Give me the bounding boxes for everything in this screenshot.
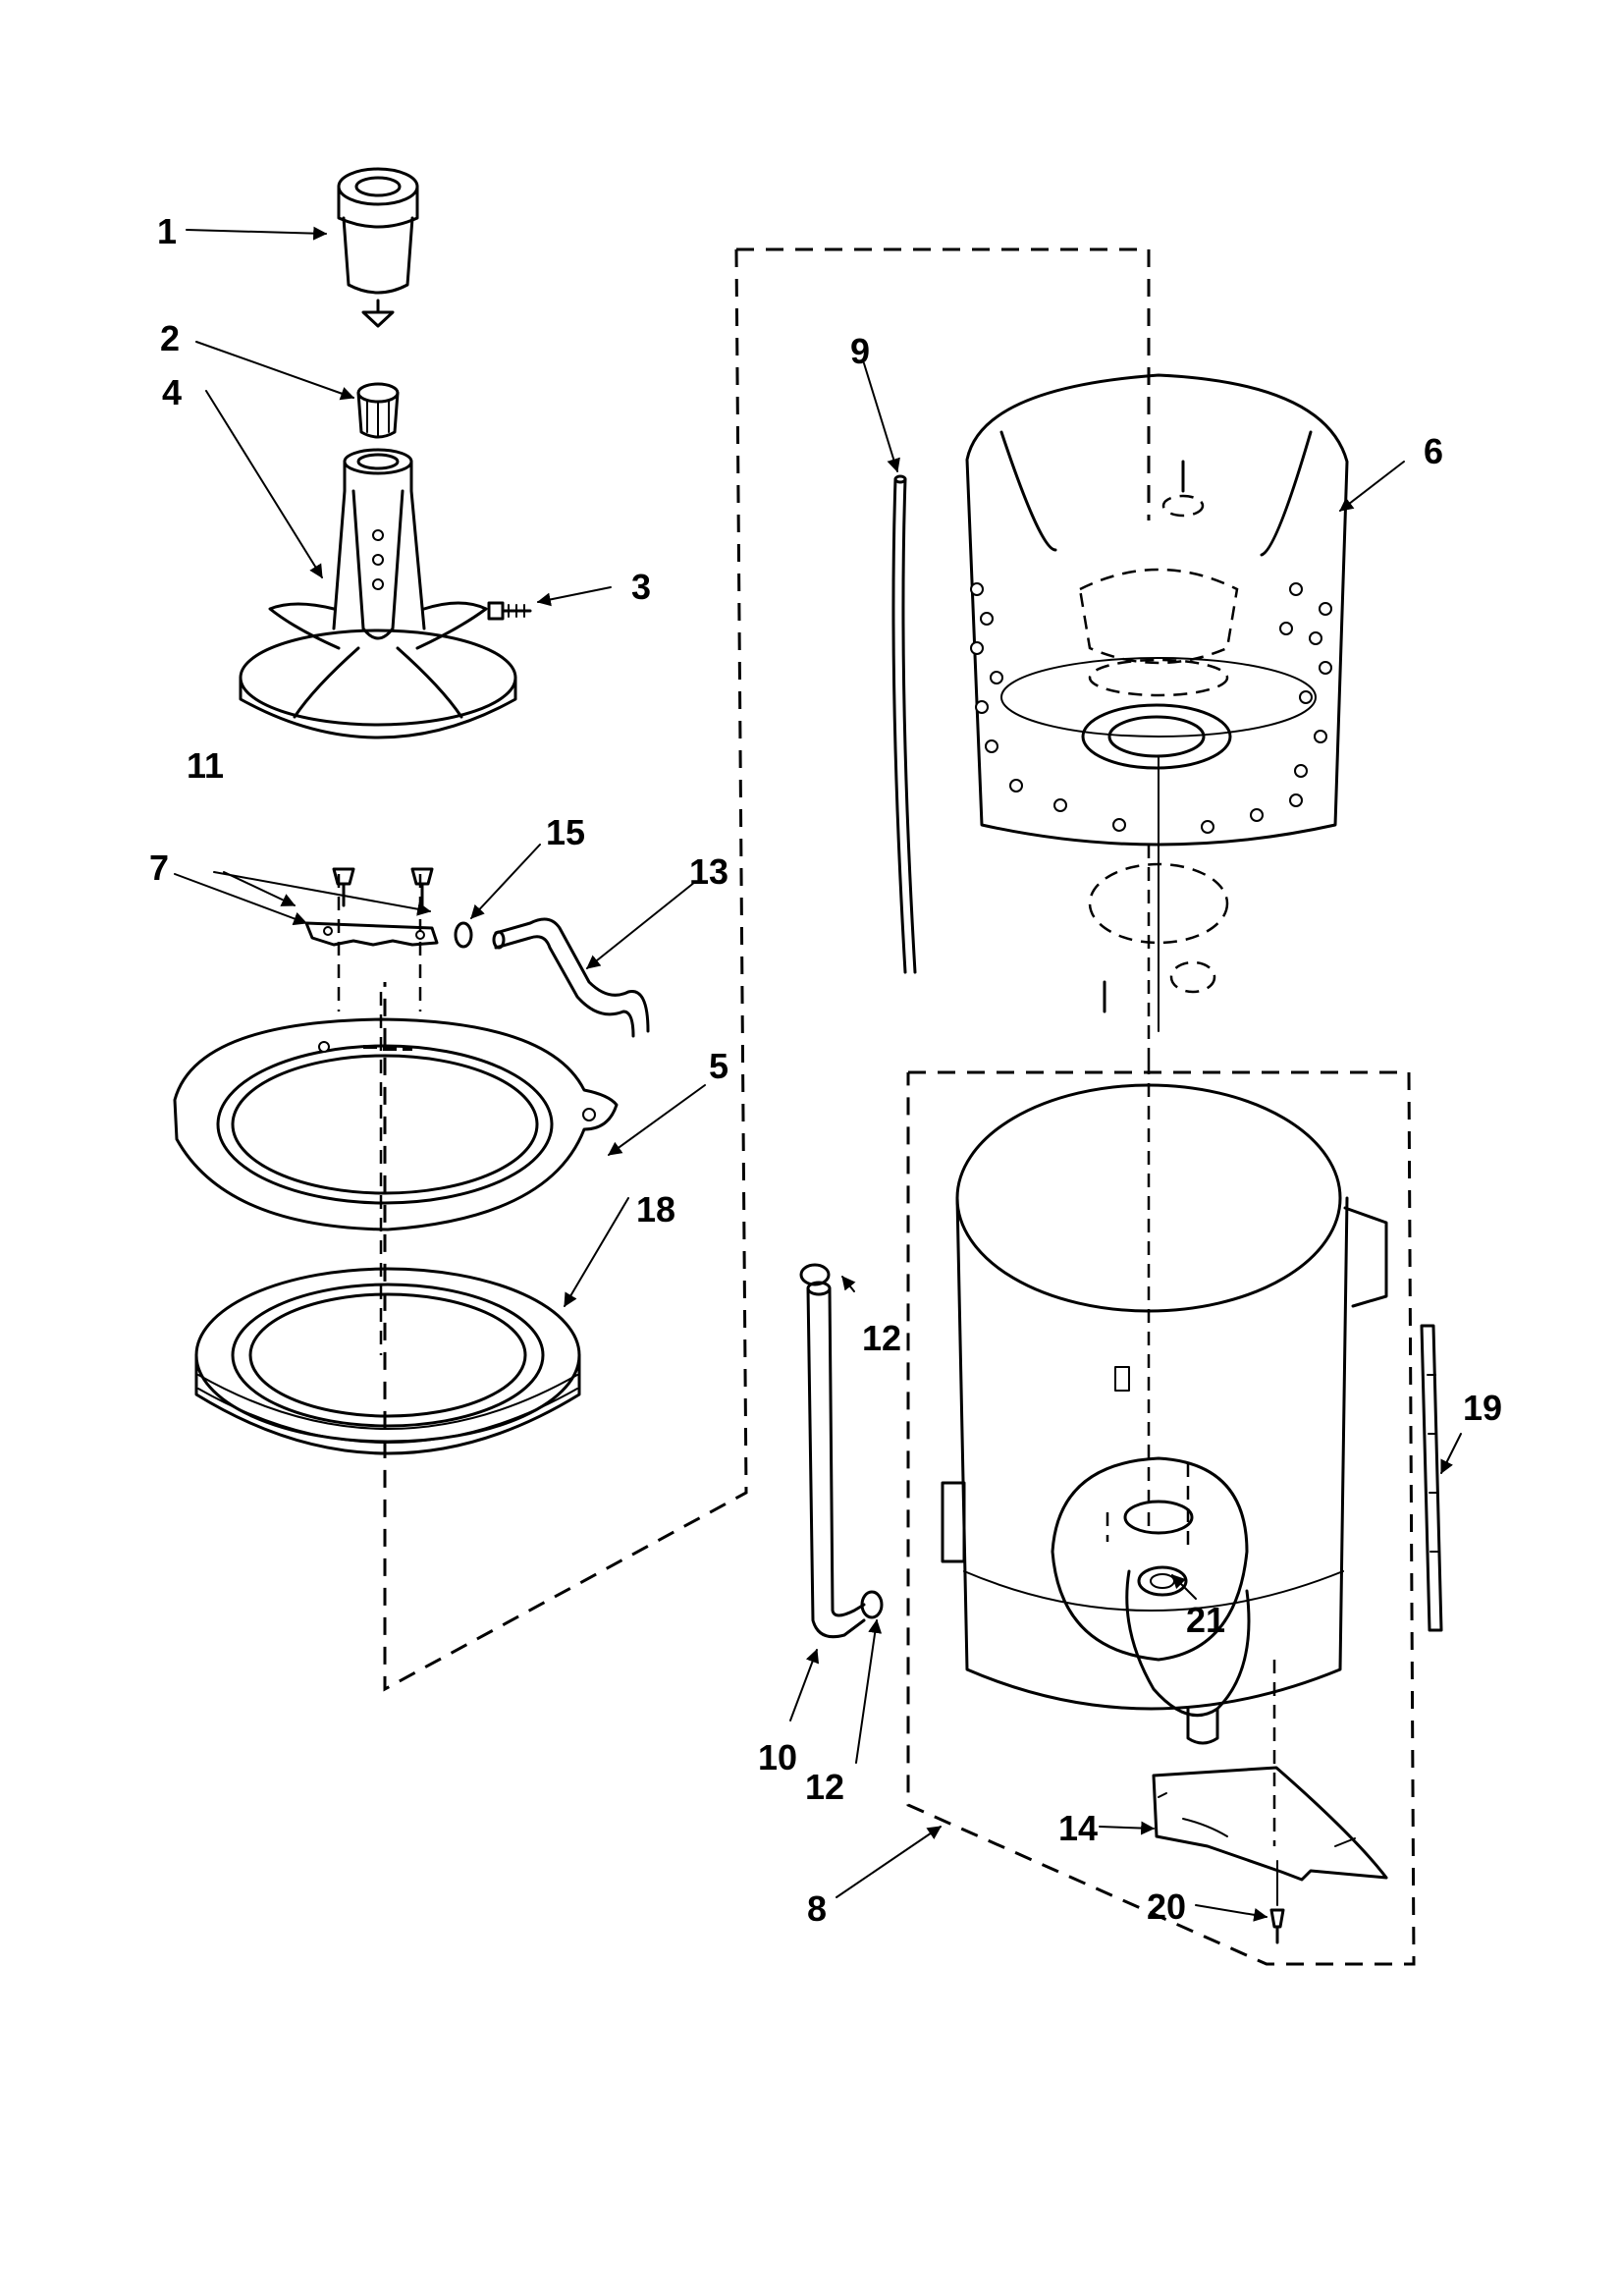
- part-label-11: 11: [187, 745, 224, 786]
- tube-part: [891, 474, 917, 974]
- part-label-4: 4: [162, 372, 182, 412]
- shield-screw-part: [1269, 1860, 1285, 1944]
- part-label-3: 3: [631, 567, 651, 607]
- part-label-8: 8: [807, 1888, 827, 1929]
- screw-part: [487, 601, 532, 621]
- basket-part: [965, 373, 1349, 1032]
- part-label-18: 18: [636, 1189, 675, 1230]
- part-label-5: 5: [709, 1046, 728, 1086]
- part-label-12b: 12: [805, 1767, 844, 1807]
- part-label-21: 21: [1186, 1600, 1225, 1640]
- outer-tub-part: [941, 1083, 1388, 1745]
- part-label-12a: 12: [862, 1318, 901, 1358]
- part-label-20: 20: [1147, 1886, 1186, 1927]
- drain-tube-part: [806, 1281, 866, 1639]
- seal-strip-part: [1420, 1324, 1443, 1632]
- part-label-2: 2: [160, 318, 180, 358]
- part-label-1: 1: [157, 211, 177, 251]
- leader-arrows: [174, 226, 1462, 1922]
- tub-ring-part: [173, 1017, 619, 1231]
- screws-part: [332, 867, 434, 907]
- part-label-14: 14: [1058, 1808, 1098, 1848]
- part-label-7: 7: [149, 847, 169, 888]
- tub-gasket-part: [194, 1267, 581, 1455]
- agitator-cap-part: [337, 167, 419, 328]
- bracket-part: [304, 921, 439, 947]
- shield-part: [1152, 1766, 1388, 1882]
- part-label-19: 19: [1463, 1388, 1502, 1428]
- coupler-part: [356, 382, 400, 439]
- part-labels: 1 2 3 4 5 6 7 8 9 10 11 12 12 13 14 15 1…: [149, 211, 1502, 1929]
- part-label-15: 15: [546, 812, 585, 852]
- part-label-6: 6: [1424, 431, 1443, 471]
- hose-clamps-part: [799, 1263, 884, 1619]
- hose-part: [492, 917, 650, 1038]
- part-label-10: 10: [758, 1737, 797, 1777]
- part-label-13: 13: [689, 851, 728, 892]
- assembly-dashed-outlines: [337, 247, 1416, 1966]
- part-label-9: 9: [850, 331, 870, 371]
- clamp-part: [454, 921, 473, 949]
- agitator-part: [239, 448, 517, 739]
